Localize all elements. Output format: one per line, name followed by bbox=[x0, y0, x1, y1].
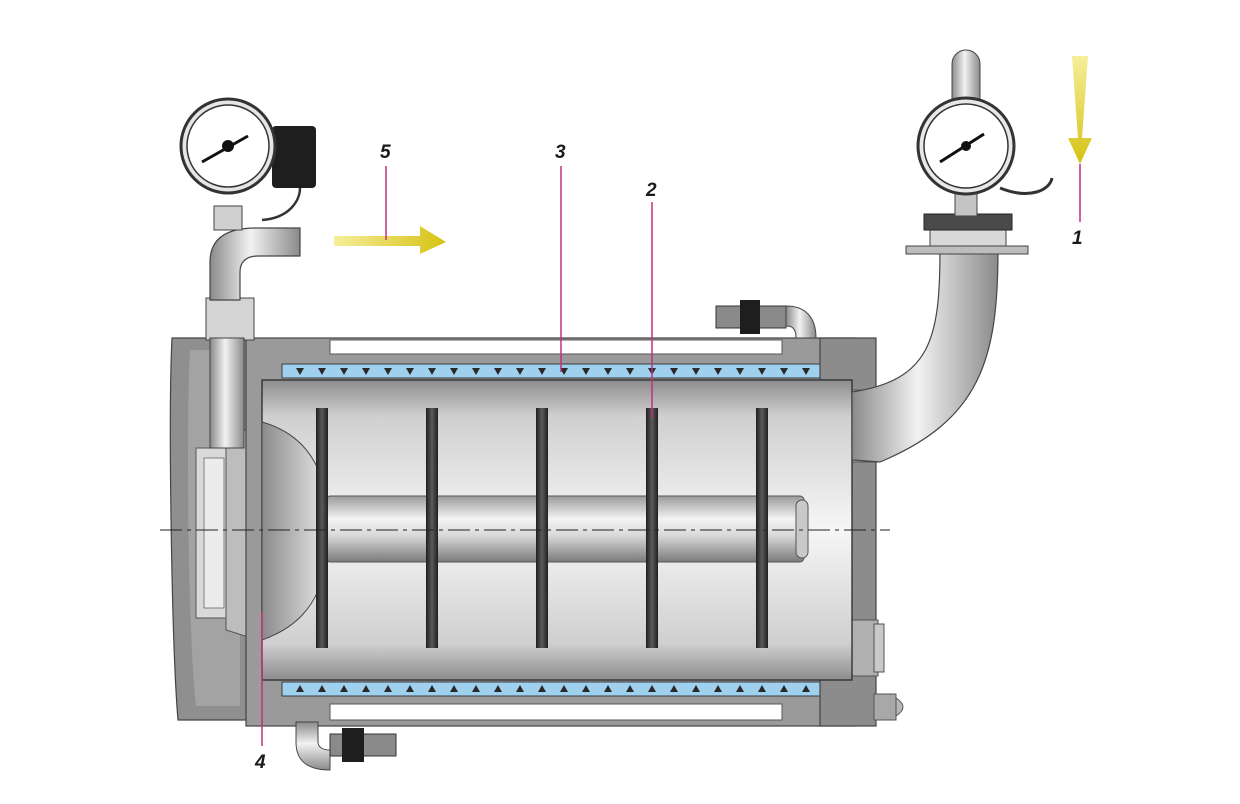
leader-lines bbox=[261, 164, 1081, 746]
rotor-disc bbox=[646, 408, 658, 648]
screen-slot-mark bbox=[626, 368, 634, 375]
screen-slot-mark bbox=[538, 685, 546, 692]
screen-slot-mark bbox=[670, 685, 678, 692]
screen-slot-mark bbox=[428, 685, 436, 692]
screen-slot-mark bbox=[758, 368, 766, 375]
screen-slot-mark bbox=[538, 368, 546, 375]
screen-slot-mark bbox=[560, 685, 568, 692]
screen-slot-mark bbox=[450, 368, 458, 375]
screen-slot-mark bbox=[318, 368, 326, 375]
screen-slot-mark bbox=[450, 685, 458, 692]
screen-slot-mark bbox=[318, 685, 326, 692]
screen-slot-mark bbox=[626, 685, 634, 692]
screen-slot-mark bbox=[406, 368, 414, 375]
rotor-hub bbox=[261, 421, 809, 641]
rotor-disc bbox=[426, 408, 438, 648]
screen-slot-mark bbox=[384, 685, 392, 692]
screen-slot-mark bbox=[384, 368, 392, 375]
callout-5: 5 bbox=[380, 142, 391, 163]
rotor-disc bbox=[316, 408, 328, 648]
screen-slot-mark bbox=[406, 685, 414, 692]
callout-3: 3 bbox=[555, 142, 566, 163]
screen-slot-mark bbox=[582, 685, 590, 692]
rotor-shaft bbox=[325, 495, 805, 563]
coolant-fitting-bottom bbox=[295, 721, 397, 771]
screen-slot-mark bbox=[516, 368, 524, 375]
screen-slot-mark bbox=[494, 368, 502, 375]
callout-2: 2 bbox=[645, 180, 657, 201]
rotor-discs bbox=[316, 408, 768, 648]
pressure-gauge-icon bbox=[179, 97, 316, 222]
screen-slot-mark bbox=[494, 685, 502, 692]
screen-slot-mark bbox=[340, 685, 348, 692]
screen-slot-mark bbox=[780, 368, 788, 375]
screen-slot-mark bbox=[758, 685, 766, 692]
outlet-pipe bbox=[205, 205, 301, 449]
screen-slot-mark bbox=[296, 368, 304, 375]
screen-slot-mark bbox=[560, 368, 568, 375]
screen-slot-mark bbox=[714, 685, 722, 692]
screen-slot-mark bbox=[736, 368, 744, 375]
screen-slot-mark bbox=[362, 368, 370, 375]
pressure-gauge-icon bbox=[916, 49, 1054, 217]
screen-slot-mark bbox=[736, 685, 744, 692]
screen-slot-mark bbox=[692, 368, 700, 375]
callout-4: 4 bbox=[254, 752, 266, 773]
screen-slot-mark bbox=[340, 368, 348, 375]
rotor-disc bbox=[756, 408, 768, 648]
arrow-right-icon bbox=[334, 226, 446, 254]
arrow-down-icon bbox=[1068, 56, 1092, 164]
screen-slot-mark bbox=[670, 368, 678, 375]
coolant-fitting-top bbox=[715, 300, 817, 339]
screen-slot-mark bbox=[582, 368, 590, 375]
screen-slot-mark bbox=[604, 685, 612, 692]
rotor-disc bbox=[536, 408, 548, 648]
screen-slot-mark bbox=[472, 685, 480, 692]
screen-slot-mark bbox=[428, 368, 436, 375]
screen-slot-mark bbox=[472, 368, 480, 375]
screen-slot-mark bbox=[714, 368, 722, 375]
screen-slot-mark bbox=[780, 685, 788, 692]
callout-1: 1 bbox=[1072, 228, 1083, 249]
screen-slot-mark bbox=[692, 685, 700, 692]
screen-slot-mark bbox=[604, 368, 612, 375]
screen-slot-mark bbox=[802, 368, 810, 375]
screen-slot-mark bbox=[296, 685, 304, 692]
inlet-pipe bbox=[851, 213, 1029, 463]
screen-slot-mark bbox=[516, 685, 524, 692]
screen-slot-mark bbox=[362, 685, 370, 692]
screen-slot-mark bbox=[802, 685, 810, 692]
screen-slot-mark bbox=[648, 685, 656, 692]
